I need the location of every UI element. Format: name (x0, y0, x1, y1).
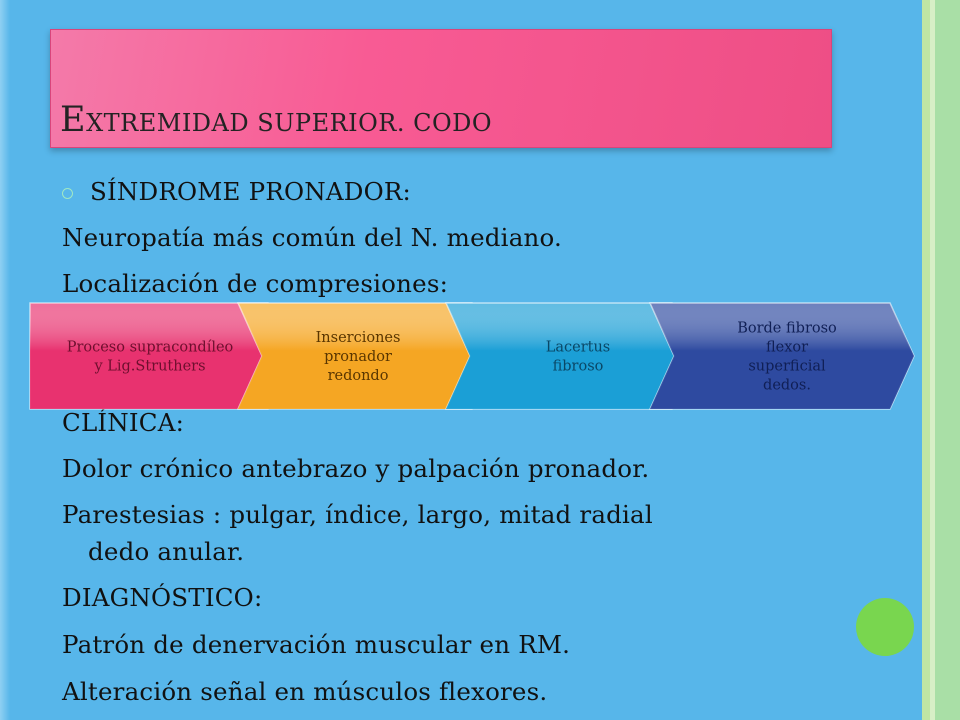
definition-text: Neuropatía más común del N. mediano. (62, 223, 562, 252)
decorative-green-dot (856, 598, 914, 656)
diagnosis-line-1: Patrón de denervación muscular en RM. (62, 630, 571, 659)
chevron-step-2-label-line-3: redondo (328, 368, 389, 384)
title-initial: E (60, 100, 87, 140)
chevron-step-1-gloss (30, 303, 290, 409)
clinic-line-2: Parestesias : pulgar, índice, largo, mit… (62, 500, 653, 529)
chevron-step-2-label-line-1: Inserciones (316, 330, 401, 346)
chevron-step-1-label-line-2: y Lig.Struthers (93, 359, 205, 375)
chevron-step-4-gloss (650, 303, 914, 409)
right-stripe-middle (930, 0, 935, 720)
chevron-step-1-label-line-1: Proceso supracondíleo (67, 340, 234, 356)
chevron-step-2-gloss (238, 303, 496, 409)
title-box (50, 29, 832, 148)
chevron-step-4-label-line-1: Borde fibroso (737, 321, 837, 337)
right-stripe-inner (935, 0, 960, 720)
clinic-line-1: Dolor crónico antebrazo y palpación pron… (62, 454, 650, 483)
left-edge-gradient (0, 0, 10, 720)
chevron-step-3-label-line-2: fibroso (553, 359, 604, 375)
title-rest: XTREMIDAD SUPERIOR. CODO (86, 109, 493, 137)
bullet-circle-icon (62, 188, 73, 199)
heading-diagnosis: DIAGNÓSTICO: (62, 583, 263, 612)
location-label: Localización de compresiones: (62, 269, 449, 298)
chevron-step-4-label-line-2: flexor (766, 340, 808, 356)
heading-pronator-syndrome: SÍNDROME PRONADOR: (90, 177, 412, 206)
diagnosis-line-2: Alteración señal en músculos flexores. (62, 677, 548, 706)
heading-clinic: CLÍNICA: (62, 408, 185, 437)
right-stripe-outer (922, 0, 930, 720)
chevron-step-4-label-line-4: dedos. (763, 378, 811, 394)
clinic-line-2-continued: dedo anular. (88, 537, 245, 566)
chevron-step-2-label-line-2: pronador (324, 349, 392, 365)
chevron-step-3-gloss (446, 303, 696, 409)
chevron-step-4-label-line-3: superficial (748, 359, 826, 375)
slide-title: EXTREMIDAD SUPERIOR. CODO (60, 100, 492, 140)
chevron-step-3-label-line-1: Lacertus (546, 340, 611, 356)
